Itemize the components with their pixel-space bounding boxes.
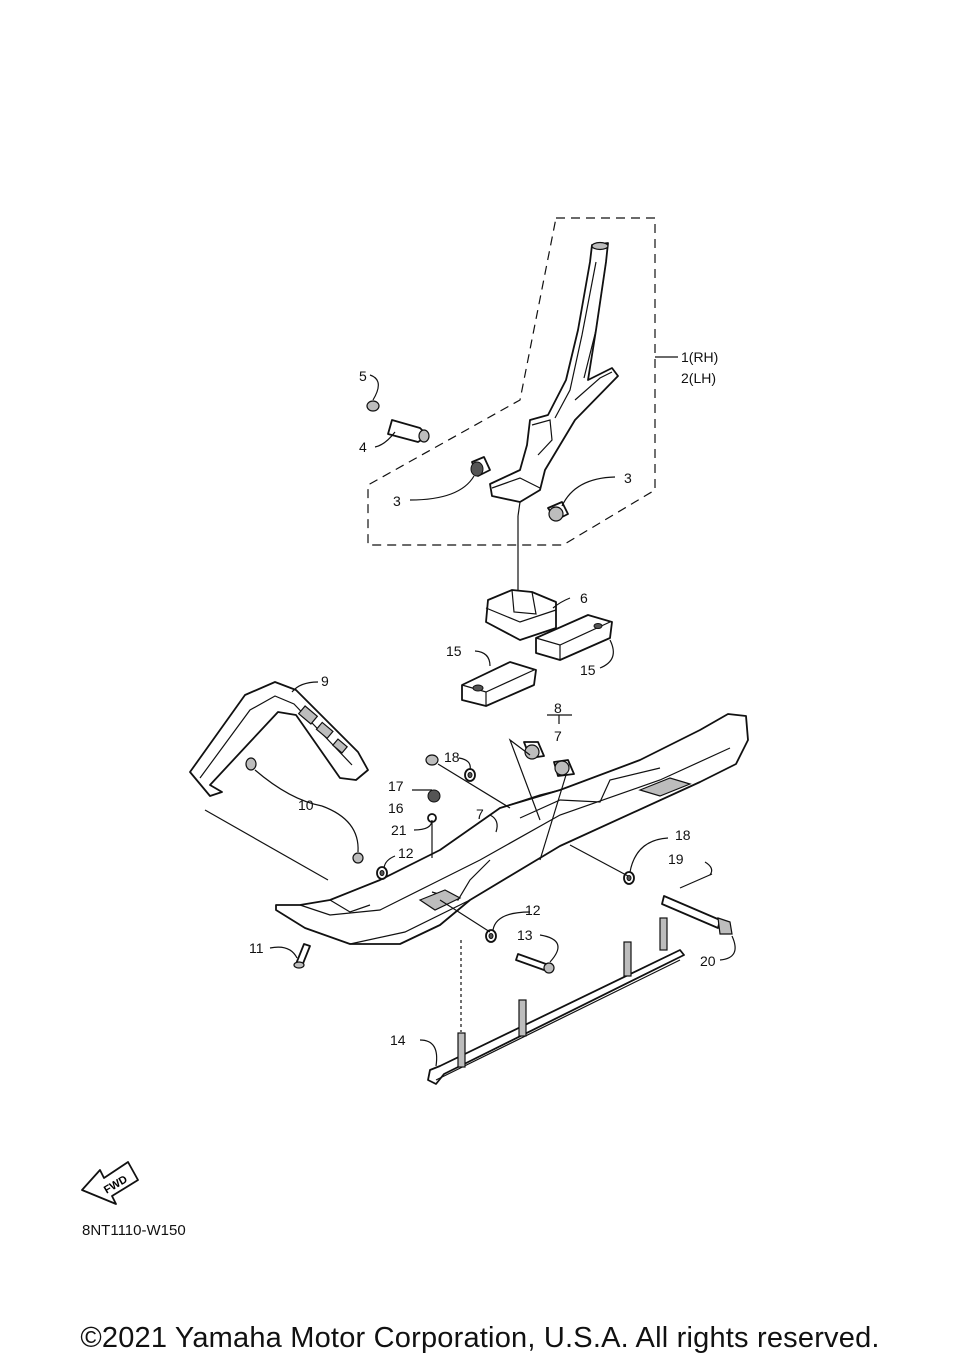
- callout-15-right: 15: [580, 662, 596, 678]
- callout-16: 16: [388, 800, 404, 816]
- collar-4: [387, 419, 430, 443]
- bolt-13: [515, 953, 555, 974]
- callout-4: 4: [359, 439, 367, 455]
- bushing-8-left: [523, 741, 545, 760]
- assembly-boundary: [367, 217, 656, 546]
- nut-10-lower: [352, 852, 364, 864]
- bushing-left: [470, 456, 491, 477]
- nut-16: [427, 789, 441, 803]
- cap-5: [366, 400, 380, 412]
- callout-2: 2(LH): [681, 370, 716, 386]
- bushing-8-right: [553, 759, 575, 777]
- callout-7-upper: 7: [554, 728, 562, 744]
- callout-21: 21: [391, 822, 407, 838]
- washer-18-lower: [623, 871, 635, 885]
- callout-1: 1(RH): [681, 349, 718, 365]
- callout-9: 9: [321, 673, 329, 689]
- callout-7-lower: 7: [476, 806, 484, 822]
- callout-18-upper: 18: [444, 749, 460, 765]
- washer-12-lower: [485, 929, 497, 943]
- plate-15-left: [461, 661, 537, 707]
- callout-3-left: 3: [393, 493, 401, 509]
- callout-10: 10: [298, 797, 314, 813]
- washer-12-upper: [376, 866, 388, 880]
- ski-handle-9: [189, 681, 369, 797]
- callout-19: 19: [668, 851, 684, 867]
- callout-12-lower: 12: [525, 902, 541, 918]
- diagram-code: 8NT1110-W150: [82, 1222, 186, 1239]
- block-6: [485, 589, 557, 641]
- callout-5: 5: [359, 368, 367, 384]
- nut-17: [425, 754, 439, 766]
- plate-15-right: [535, 614, 613, 661]
- spindle-part: [489, 241, 619, 517]
- callout-12-upper: 12: [398, 845, 414, 861]
- washer-18-upper: [464, 768, 476, 782]
- screw-11: [293, 943, 311, 969]
- callout-6: 6: [580, 590, 588, 606]
- callout-17: 17: [388, 778, 404, 794]
- callout-18-lower: 18: [675, 827, 691, 843]
- callout-3-right: 3: [624, 470, 632, 486]
- wear-bar-14: [427, 917, 685, 1085]
- callout-8: 8: [554, 700, 562, 716]
- bushing-right: [547, 501, 569, 522]
- callout-20: 20: [700, 953, 716, 969]
- bolt-20: [661, 895, 733, 935]
- parts-diagram: 1(RH) 2(LH) 3 3 4 5 6 7 7 8 9 10 11 12 1…: [81, 217, 749, 1205]
- copyright-notice: ©2021 Yamaha Motor Corporation, U.S.A. A…: [80, 1322, 880, 1354]
- nut-10-upper: [245, 757, 257, 771]
- forward-arrow-icon: FWD: [81, 1161, 139, 1205]
- callout-13: 13: [517, 927, 533, 943]
- callout-14: 14: [390, 1032, 406, 1048]
- ski-body-7: [275, 713, 749, 945]
- callout-15-left: 15: [446, 643, 462, 659]
- callout-11: 11: [249, 940, 264, 956]
